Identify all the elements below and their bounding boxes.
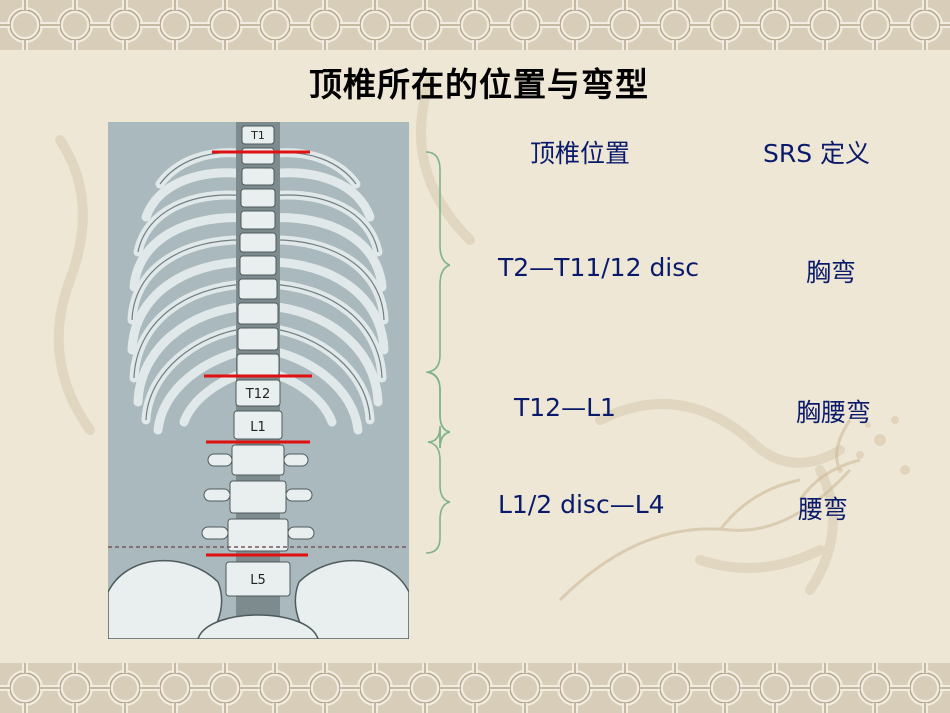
slide-title: 顶椎所在的位置与弯型 <box>309 65 649 104</box>
vertebra-label-t12: T12 <box>245 387 270 402</box>
row-1-definition: 胸弯 <box>806 258 857 287</box>
marker-lines <box>204 150 312 557</box>
grouping-brace <box>425 151 450 554</box>
vertebra-label-l5: L5 <box>250 573 266 588</box>
pelvis <box>108 559 409 639</box>
header-srs-definition: SRS 定义 <box>763 139 871 168</box>
row-3-definition: 腰弯 <box>798 495 849 524</box>
header-apex-position: 顶椎位置 <box>530 139 631 168</box>
vertebral-column <box>201 122 315 639</box>
row-3-position: L1/2 disc—L4 <box>498 490 665 519</box>
vertebra-label-t1: T1 <box>250 129 265 142</box>
row-2-definition: 胸腰弯 <box>796 398 872 427</box>
spine-ribcage-illustration: T1 T12 L1 L5 <box>108 122 409 639</box>
top-border-pattern <box>0 0 950 50</box>
row-1-position: T2—T11/12 disc <box>498 253 700 282</box>
vertebra-label-l1: L1 <box>250 420 266 435</box>
row-2-position: T12—L1 <box>514 393 616 422</box>
bottom-border-pattern <box>0 663 950 713</box>
